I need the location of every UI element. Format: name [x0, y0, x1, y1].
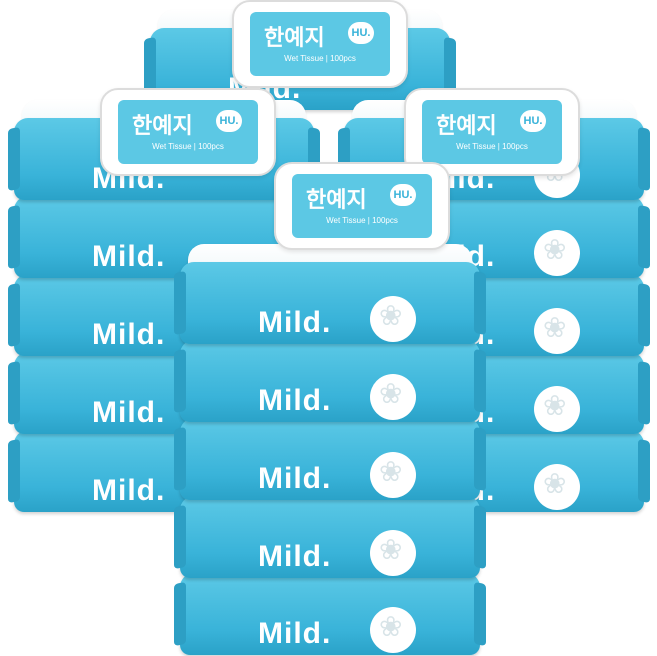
- wet-tissue-pack: Mild.: [180, 244, 480, 344]
- brand-name: 한예지: [264, 25, 325, 50]
- lid-subtitle: Wet Tissue | 100pcs: [152, 142, 224, 151]
- pack-body: Mild.: [180, 340, 480, 422]
- pack-body: Mild.: [180, 418, 480, 500]
- hu-badge: HU.: [520, 110, 546, 132]
- lid-subtitle: Wet Tissue | 100pcs: [326, 216, 398, 225]
- pack-body: Mild.: [180, 573, 480, 655]
- brand-name: 한예지: [132, 113, 193, 138]
- cotton-flower-icon: [534, 464, 580, 510]
- mild-label: Mild.: [258, 540, 332, 573]
- cotton-flower-icon: [370, 452, 416, 498]
- cotton-flower-icon: [370, 296, 416, 342]
- hu-badge: HU.: [216, 110, 242, 132]
- cotton-flower-icon: [534, 308, 580, 354]
- mild-label: Mild.: [258, 617, 332, 650]
- mild-label: Mild.: [258, 384, 332, 417]
- mild-label: Mild.: [258, 306, 332, 339]
- pack-lid: 한예지 HU. Wet Tissue | 100pcs: [232, 0, 408, 88]
- mild-label: Mild.: [92, 474, 166, 507]
- lid-label: 한예지 HU. Wet Tissue | 100pcs: [250, 12, 390, 76]
- lid-subtitle: Wet Tissue | 100pcs: [284, 54, 356, 63]
- pack-lid: 한예지 HU. Wet Tissue | 100pcs: [100, 88, 276, 176]
- pack-lid: 한예지 HU. Wet Tissue | 100pcs: [404, 88, 580, 176]
- hu-badge: HU.: [348, 22, 374, 44]
- mild-label: Mild.: [92, 240, 166, 273]
- cotton-flower-icon: [534, 230, 580, 276]
- mild-label: Mild.: [92, 396, 166, 429]
- cotton-flower-icon: [370, 374, 416, 420]
- pack-body: Mild.: [180, 496, 480, 578]
- lid-label: 한예지 HU. Wet Tissue | 100pcs: [118, 100, 258, 164]
- cotton-flower-icon: [370, 530, 416, 576]
- cotton-flower-icon: [534, 386, 580, 432]
- hu-badge: HU.: [390, 184, 416, 206]
- pack-body: Mild.: [180, 262, 480, 344]
- cotton-flower-icon: [370, 607, 416, 653]
- mild-label: Mild.: [258, 462, 332, 495]
- pack-lid: 한예지 HU. Wet Tissue | 100pcs: [274, 162, 450, 250]
- lid-label: 한예지 HU. Wet Tissue | 100pcs: [422, 100, 562, 164]
- brand-name: 한예지: [436, 113, 497, 138]
- lid-label: 한예지 HU. Wet Tissue | 100pcs: [292, 174, 432, 238]
- lid-subtitle: Wet Tissue | 100pcs: [456, 142, 528, 151]
- mild-label: Mild.: [92, 318, 166, 351]
- brand-name: 한예지: [306, 187, 367, 212]
